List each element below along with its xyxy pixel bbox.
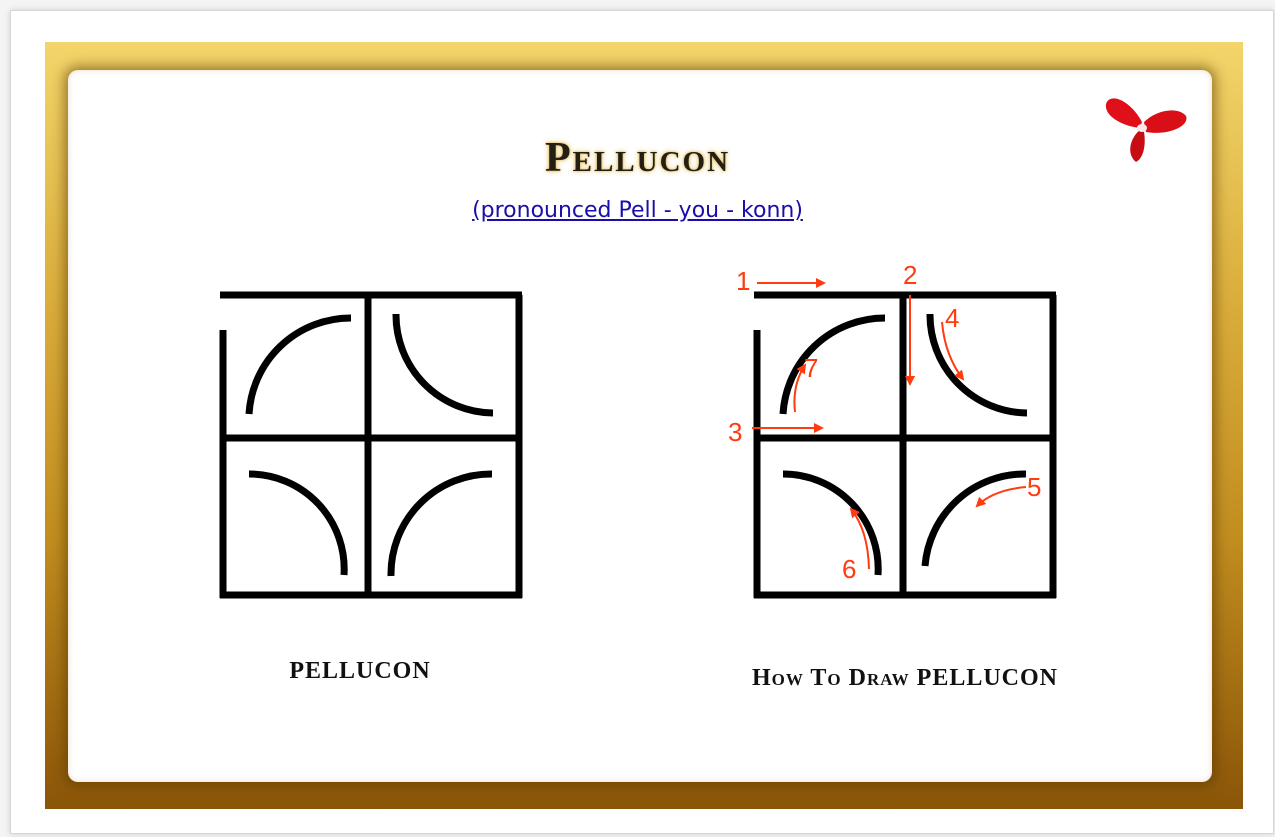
step-7-label: 7: [804, 353, 818, 383]
draw-arc-top-left: [779, 314, 886, 415]
draw-arc-bottom-left: [782, 470, 882, 576]
step-2-label: 2: [903, 260, 917, 290]
draw-arc-top-right: [926, 313, 1028, 417]
butterfly-body: [1137, 124, 1147, 132]
page-title: Pellucon: [544, 135, 731, 181]
butterfly-upper-left-wing: [1105, 98, 1142, 128]
butterfly-icon: [1105, 98, 1187, 162]
draw-arcs: [779, 313, 1028, 576]
pellucon-caption: PELLUCON: [289, 658, 431, 684]
paper-card: [68, 70, 1212, 782]
butterfly-lower-wing: [1130, 130, 1145, 162]
step-arrows: [752, 278, 1027, 570]
arc-top-right: [392, 313, 494, 417]
step-7-arrow: [793, 363, 807, 413]
arc-top-left: [245, 314, 352, 415]
step-4-arrow: [941, 321, 965, 381]
step-5-arrow: [975, 486, 1027, 508]
arc-bottom-left: [248, 470, 348, 576]
arc-bottom-right: [387, 470, 493, 577]
draw-arc-bottom-right: [921, 470, 1027, 567]
step-4-label: 4: [945, 303, 959, 333]
pellucon-arcs: [245, 313, 494, 577]
butterfly-upper-right-wing: [1144, 110, 1187, 133]
step-3-label: 3: [728, 417, 742, 447]
how-to-draw-caption: How To Draw PELLUCON: [751, 665, 1059, 691]
step-labels: 1 2 3 4 5 6 7: [728, 260, 1041, 584]
pellucon-diagram: [219, 291, 523, 599]
pellucon-grid: [219, 291, 523, 599]
step-6-label: 6: [842, 554, 856, 584]
step-5-label: 5: [1027, 472, 1041, 502]
step-6-arrow: [849, 507, 870, 570]
step-1-label: 1: [736, 266, 750, 296]
pronunciation-link[interactable]: (pronounced Pell - you - konn): [472, 198, 803, 223]
how-to-draw-diagram: 1 2 3 4 5 6 7: [728, 260, 1057, 599]
draw-grid: [753, 291, 1057, 599]
